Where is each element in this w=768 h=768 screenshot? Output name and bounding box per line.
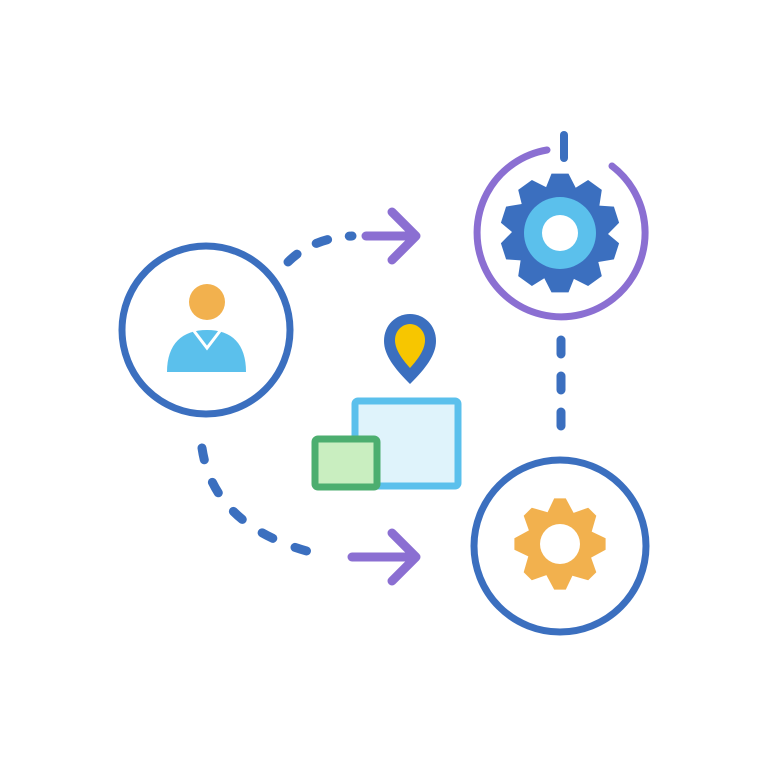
gear-hole: [542, 215, 578, 251]
gear-node: [473, 131, 649, 321]
user-head: [189, 284, 225, 320]
user-body: [167, 330, 246, 372]
gear-icon: [500, 173, 620, 293]
small-gear-ring: [470, 456, 650, 636]
user-icon: [167, 284, 246, 372]
user-node: [118, 242, 294, 418]
user-node-ring: [118, 242, 294, 418]
refresh-orbit-icon: [473, 146, 649, 321]
location-pin-icon: [384, 314, 436, 384]
bottom-arrow-dashes: [197, 443, 327, 560]
top-arrow-dashes: [283, 231, 357, 267]
pin-inner: [395, 324, 425, 368]
small-gear-icon: [514, 498, 606, 590]
arrow-right-icon: [387, 207, 421, 265]
small-gear-node: [470, 456, 650, 636]
small-gear-hole: [540, 524, 580, 564]
arrow-right-icon: [387, 528, 421, 586]
small-box-icon: [311, 435, 381, 491]
bottom-arrow: [197, 443, 421, 586]
top-arrow: [283, 207, 421, 267]
user-collar: [192, 330, 222, 351]
center-cluster: [311, 314, 462, 491]
